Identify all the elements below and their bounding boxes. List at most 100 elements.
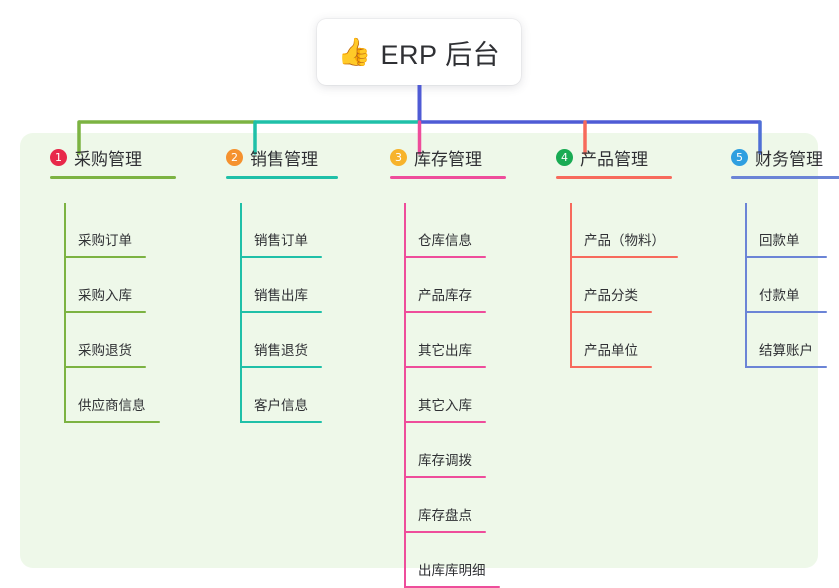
list-item[interactable]: 客户信息 [208,368,322,423]
list-item[interactable]: 产品库存 [372,258,486,313]
list-item-label: 采购入库 [78,288,132,303]
badge-number-2: 2 [226,148,243,166]
branch-spine [745,203,747,368]
list-item-label: 产品单位 [584,343,638,358]
branch-header-underline [226,176,338,179]
list-item[interactable]: 付款单 [713,258,827,313]
list-item-underline [240,421,322,423]
branch-column-4: 4 产品管理 产品（物料） 产品分类 产品单位 [538,145,678,368]
list-item-label: 产品库存 [418,288,472,303]
branch-header-label: 财务管理 [755,149,823,169]
list-item-label: 其它入库 [418,398,472,413]
list-item-label: 采购退货 [78,343,132,358]
branch-header-underline [390,176,506,179]
branch-header-label: 销售管理 [250,149,318,169]
list-item-underline [745,311,827,313]
branch-header-underline [731,176,839,179]
branch-spine [570,203,572,368]
badge-number-3: 3 [390,148,407,166]
list-item-underline [64,256,146,258]
list-item-underline [745,366,827,368]
root-node-erp-backend[interactable]: 👍 ERP 后台 [317,19,521,85]
list-item-label: 库存盘点 [418,508,472,523]
list-item[interactable]: 供应商信息 [32,368,160,423]
list-item-label: 客户信息 [254,398,308,413]
badge-number-5: 5 [731,148,748,166]
branch-header-product[interactable]: 4 产品管理 [538,145,648,169]
list-item-label: 销售出库 [254,288,308,303]
branch-header-inventory[interactable]: 3 库存管理 [372,145,482,169]
thumbs-up-icon: 👍 [337,36,372,68]
list-item[interactable]: 其它入库 [372,368,486,423]
list-item[interactable]: 其它出库 [372,313,486,368]
list-item-underline [404,586,500,588]
diagram-board [20,133,818,568]
list-item-underline [570,256,678,258]
branch-spine [404,203,406,588]
list-item[interactable]: 出库库明细 [372,533,500,588]
list-item-label: 产品（物料） [584,233,665,248]
list-item-underline [240,366,322,368]
branch-header-underline [50,176,176,179]
branch-column-2: 2 销售管理 销售订单 销售出库 销售退货 客户信息 [208,145,338,423]
branch-spine [240,203,242,423]
branch-items-list: 仓库信息 产品库存 其它出库 其它入库 库存调拨 [372,203,500,588]
list-item-label: 销售订单 [254,233,308,248]
list-item-label: 其它出库 [418,343,472,358]
list-item-label: 采购订单 [78,233,132,248]
list-item-underline [64,366,146,368]
branch-column-1: 1 采购管理 采购订单 采购入库 采购退货 供应商信 [32,145,176,423]
list-item[interactable]: 产品单位 [538,313,652,368]
list-item[interactable]: 回款单 [713,203,827,258]
badge-number-1: 1 [50,148,67,166]
list-item-label: 销售退货 [254,343,308,358]
list-item-underline [570,366,652,368]
list-item[interactable]: 库存调拨 [372,423,486,478]
list-item-underline [404,366,486,368]
branch-items-list: 采购订单 采购入库 采购退货 供应商信息 [32,203,160,423]
root-node-title: ERP 后台 [380,39,501,70]
branch-column-5: 5 财务管理 回款单 付款单 结算账户 [713,145,839,368]
list-item-underline [404,421,486,423]
list-item-label: 出库库明细 [418,563,486,578]
list-item[interactable]: 采购退货 [32,313,146,368]
list-item-underline [404,311,486,313]
list-item-label: 仓库信息 [418,233,472,248]
branch-items-list: 销售订单 销售出库 销售退货 客户信息 [208,203,322,423]
list-item[interactable]: 采购订单 [32,203,146,258]
list-item[interactable]: 销售出库 [208,258,322,313]
list-item[interactable]: 销售订单 [208,203,322,258]
list-item-underline [64,311,146,313]
list-item[interactable]: 仓库信息 [372,203,486,258]
branch-header-finance[interactable]: 5 财务管理 [713,145,823,169]
list-item-label: 回款单 [759,233,800,248]
list-item-label: 库存调拨 [418,453,472,468]
list-item[interactable]: 库存盘点 [372,478,486,533]
branch-column-3: 3 库存管理 仓库信息 产品库存 其它出库 其它入库 [372,145,506,588]
list-item-underline [404,531,486,533]
list-item-label: 付款单 [759,288,800,303]
branch-header-underline [556,176,672,179]
list-item-label: 结算账户 [759,343,813,358]
branch-items-list: 回款单 付款单 结算账户 [713,203,827,368]
branch-items-list: 产品（物料） 产品分类 产品单位 [538,203,678,368]
list-item-underline [745,256,827,258]
list-item-underline [570,311,652,313]
list-item[interactable]: 结算账户 [713,313,827,368]
list-item-underline [240,311,322,313]
list-item[interactable]: 产品分类 [538,258,652,313]
branch-header-sales[interactable]: 2 销售管理 [208,145,318,169]
list-item-underline [404,256,486,258]
list-item[interactable]: 产品（物料） [538,203,678,258]
list-item-underline [240,256,322,258]
list-item-label: 供应商信息 [78,398,146,413]
branch-header-purchasing[interactable]: 1 采购管理 [32,145,142,169]
branch-header-label: 采购管理 [74,149,142,169]
list-item-underline [64,421,160,423]
list-item[interactable]: 采购入库 [32,258,146,313]
branch-spine [64,203,66,423]
branch-header-label: 库存管理 [414,149,482,169]
list-item[interactable]: 销售退货 [208,313,322,368]
